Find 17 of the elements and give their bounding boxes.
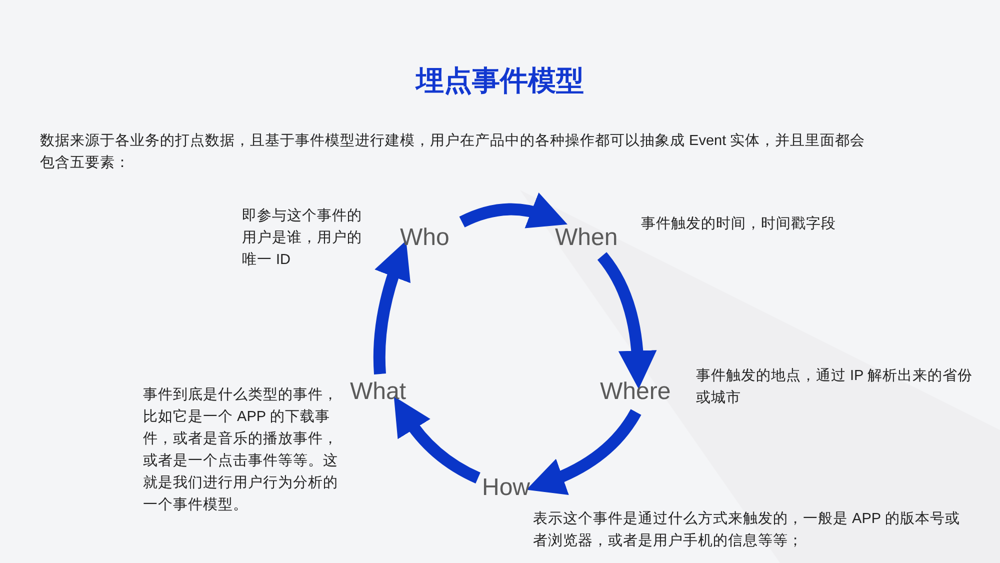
description-text: 事件触发的地点，通过 IP 解析出来的省份或城市	[696, 367, 974, 408]
element-word: Where	[600, 377, 671, 407]
curved-arrow	[526, 408, 642, 494]
element-word: When	[555, 223, 618, 253]
description-text: 事件到底是什么类型的事件，比如它是一个 APP 的下载事件，或者是音乐的播放事件，或者是一个点击事件等等。这就是我们进行用户行为分析的一个事件模型。	[143, 386, 339, 515]
curved-arrow	[597, 252, 656, 390]
title: 埋点事件模型	[414, 64, 585, 98]
element-word: How	[482, 473, 530, 503]
curved-arrow	[393, 396, 481, 484]
curved-arrow	[459, 192, 568, 230]
element-word: Who	[400, 223, 450, 253]
intro-text: 数据来源于各业务的打点数据，且基于事件模型进行建模，用户在产品中的各种操作都可以抽象成 Event 实体，并且里面都会包含五要素：	[40, 132, 866, 173]
description-text: 即参与这个事件的用户是谁，用户的唯一 ID	[242, 207, 363, 270]
description-text: 表示这个事件是通过什么方式来触发的，一般是 APP 的版本号或者浏览器，或者是用户手机的信息等等；	[533, 510, 961, 551]
description-text: 事件触发的时间，时间戳字段	[641, 214, 837, 234]
curved-arrow	[373, 240, 411, 374]
element-word: What	[350, 377, 406, 407]
